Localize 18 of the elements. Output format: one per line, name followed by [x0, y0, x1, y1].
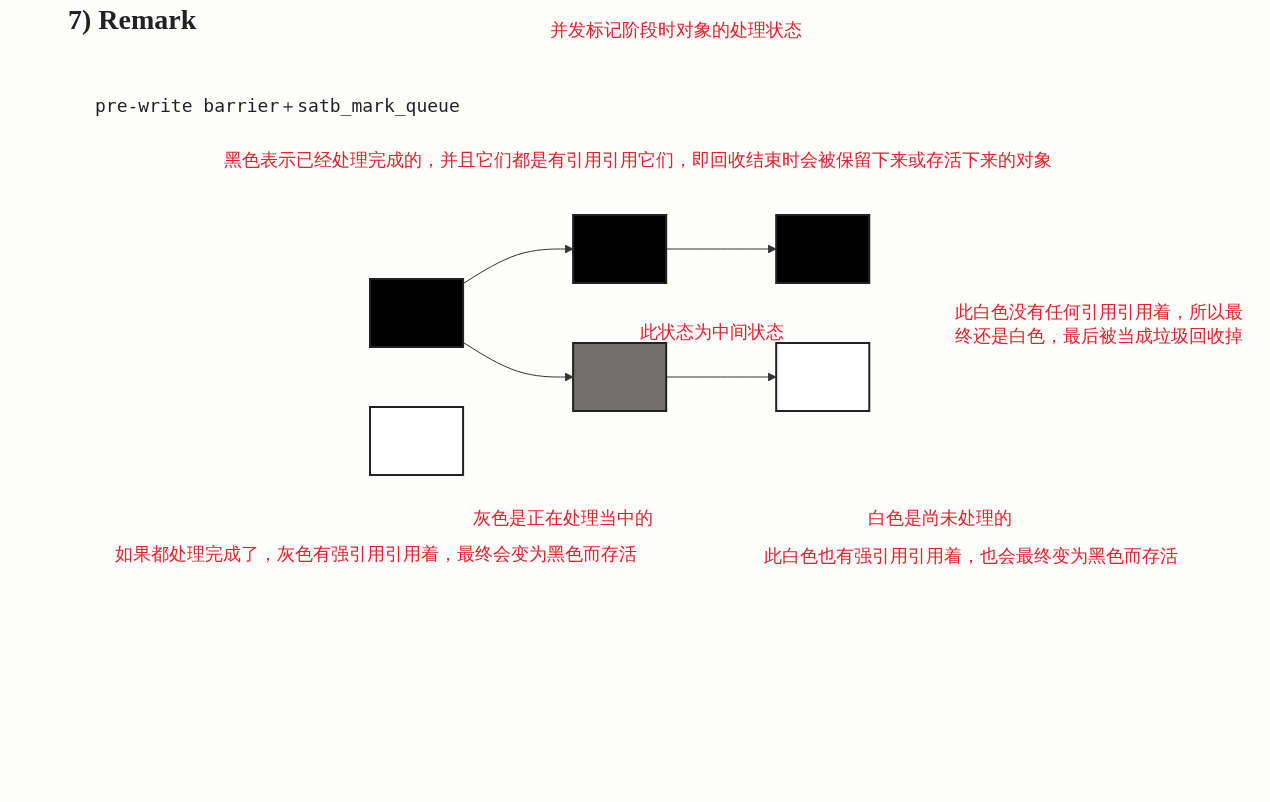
bullet-item: pre-write barrier＋satb_mark_queue	[95, 94, 460, 118]
node-box	[369, 406, 465, 476]
node-box	[369, 278, 465, 348]
annotation: 灰色是正在处理当中的	[473, 506, 653, 530]
annotation: 如果都处理完成了，灰色有强引用引用着，最终会变为黑色而存活	[115, 542, 637, 566]
annotation: 并发标记阶段时对象的处理状态	[550, 18, 802, 42]
section-heading: 7) Remark	[68, 4, 197, 36]
annotation: 此白色没有任何引用引用着，所以最终还是白色，最后被当成垃圾回收掉	[955, 300, 1244, 348]
annotation: 白色是尚未处理的	[868, 506, 1012, 530]
arrow	[666, 372, 777, 382]
annotation: 此白色也有强引用引用着，也会最终变为黑色而存活	[764, 544, 1178, 568]
node-box	[572, 342, 668, 412]
node-box	[775, 214, 871, 284]
arrow	[666, 244, 777, 254]
annotation: 黑色表示已经处理完成的，并且它们都是有引用引用它们，即回收结束时会被保留下来或存活下来的对象	[224, 148, 1052, 172]
annotation: 此状态为中间状态	[640, 320, 784, 344]
node-box	[572, 214, 668, 284]
node-box	[775, 342, 871, 412]
